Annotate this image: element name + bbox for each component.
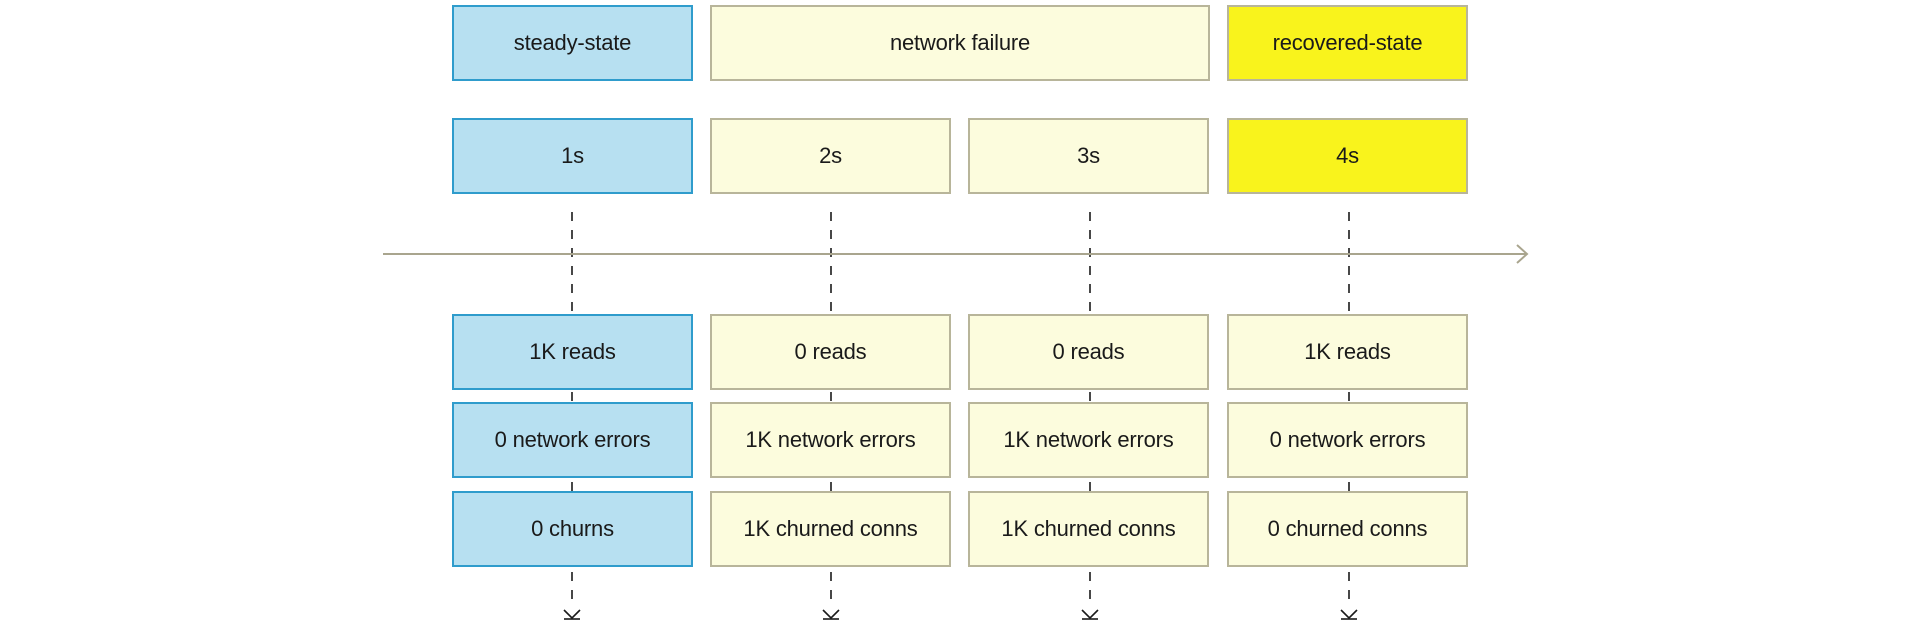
time-marker-4s: 4s bbox=[1227, 118, 1468, 194]
down-arrow-icon bbox=[1081, 609, 1099, 620]
churns-cell-4s: 0 churned conns bbox=[1227, 491, 1468, 567]
time-marker-3s: 3s bbox=[968, 118, 1209, 194]
errors-cell-4s: 0 network errors bbox=[1227, 402, 1468, 478]
churns-cell-1s: 0 churns bbox=[452, 491, 693, 567]
errors-cell-1s: 0 network errors bbox=[452, 402, 693, 478]
churns-cell-2s: 1K churned conns bbox=[710, 491, 951, 567]
down-arrow-icon bbox=[822, 609, 840, 620]
reads-cell-1s: 1K reads bbox=[452, 314, 693, 390]
phase-recovered-state: recovered-state bbox=[1227, 5, 1468, 81]
phase-network-failure: network failure bbox=[710, 5, 1210, 81]
axis-arrow-icon bbox=[1516, 244, 1529, 264]
time-marker-2s: 2s bbox=[710, 118, 951, 194]
phase-steady-state: steady-state bbox=[452, 5, 693, 81]
reads-cell-2s: 0 reads bbox=[710, 314, 951, 390]
time-marker-1s: 1s bbox=[452, 118, 693, 194]
reads-cell-4s: 1K reads bbox=[1227, 314, 1468, 390]
down-arrow-icon bbox=[563, 609, 581, 620]
down-arrow-icon bbox=[1340, 609, 1358, 620]
reads-cell-3s: 0 reads bbox=[968, 314, 1209, 390]
errors-cell-3s: 1K network errors bbox=[968, 402, 1209, 478]
errors-cell-2s: 1K network errors bbox=[710, 402, 951, 478]
churns-cell-3s: 1K churned conns bbox=[968, 491, 1209, 567]
